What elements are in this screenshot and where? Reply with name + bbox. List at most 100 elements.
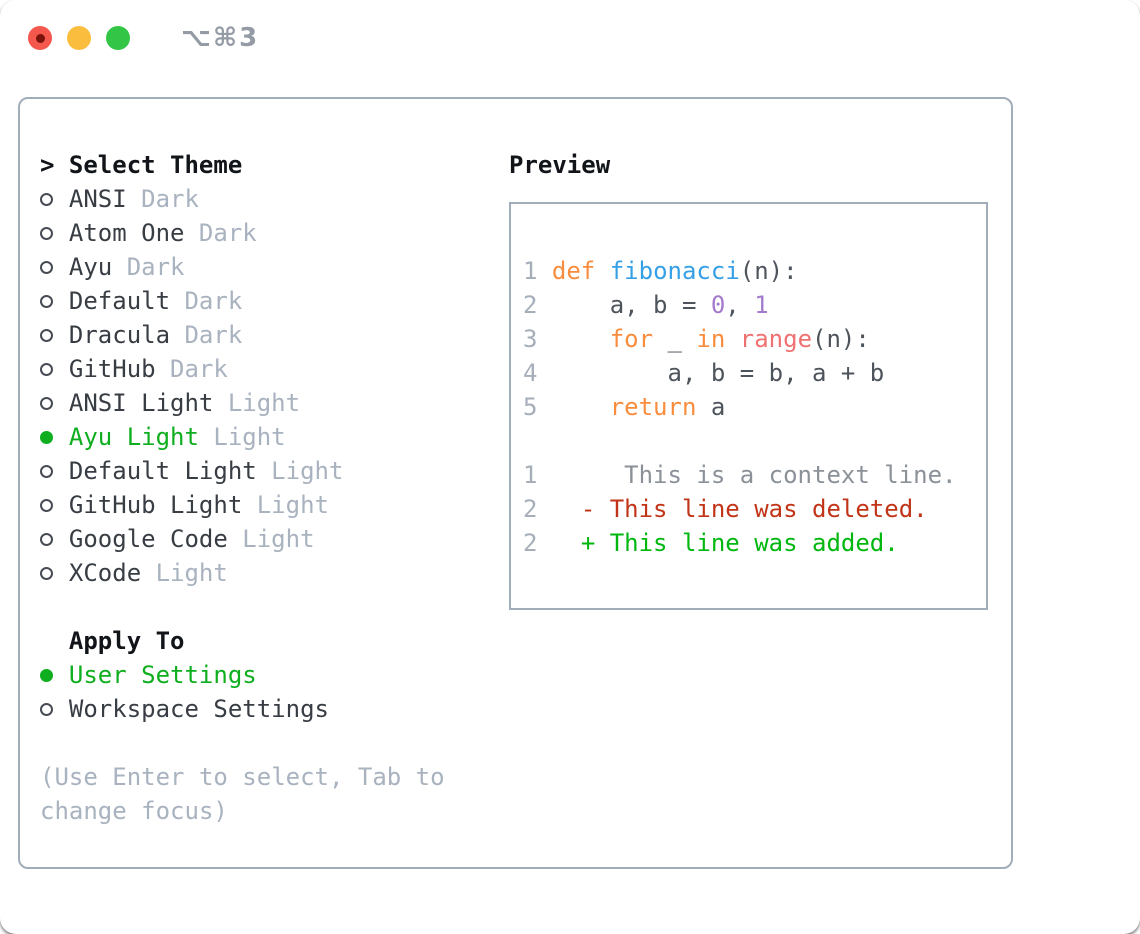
- theme-option-default-light[interactable]: Default Light Light: [40, 454, 517, 488]
- preview-title: Preview: [509, 151, 611, 179]
- code-line: 2 a, b = 0, 1: [523, 288, 986, 322]
- code-segment: - This line was deleted.: [580, 495, 928, 523]
- theme-variant: Dark: [126, 253, 185, 281]
- code-line: 5 return a: [523, 390, 986, 424]
- radio-unselected-icon: [40, 362, 53, 376]
- theme-name: XCode: [68, 559, 142, 587]
- theme-variant: Light: [213, 423, 286, 451]
- line-number: 2: [523, 529, 538, 557]
- theme-option-google-code[interactable]: Google Code Light: [40, 522, 517, 556]
- theme-variant: Dark: [141, 185, 199, 213]
- line-number: 2: [523, 495, 538, 523]
- apply-option-workspace-settings[interactable]: Workspace Settings: [40, 692, 517, 726]
- radio-cell: [40, 226, 69, 240]
- code-segment: for: [609, 325, 654, 353]
- apply-to-title: Apply To: [68, 627, 185, 655]
- theme-variant: Light: [271, 457, 344, 485]
- code-segment: a, b =: [537, 291, 711, 319]
- code-segment: [595, 257, 609, 285]
- theme-name: Default Light: [68, 457, 257, 485]
- theme-option-ansi-light[interactable]: ANSI Light Light: [40, 386, 517, 420]
- code-line: 1 This is a context line.: [523, 458, 986, 492]
- theme-variant: Light: [227, 389, 301, 417]
- line-number: 4: [523, 359, 538, 387]
- radio-cell: [40, 668, 69, 682]
- code-line: 1 def fibonacci(n):: [523, 254, 986, 288]
- theme-variant: Light: [155, 559, 228, 587]
- theme-variant: Dark: [198, 219, 257, 247]
- theme-name: Dracula: [68, 321, 171, 349]
- window-title: ⌥⌘3: [181, 23, 260, 53]
- radio-unselected-icon: [40, 294, 53, 308]
- code-segment: return: [609, 393, 697, 421]
- radio-unselected-icon: [40, 328, 53, 342]
- theme-variant: Dark: [170, 355, 228, 383]
- radio-cell: [40, 566, 69, 580]
- prompt-icon: >: [40, 151, 55, 179]
- apply-to-header: Apply To: [40, 624, 517, 658]
- radio-selected-icon: [40, 668, 53, 682]
- radio-unselected-icon: [40, 464, 53, 478]
- preview-section: Preview 1 def fibonacci(n):2 a, b = 0, 1…: [509, 148, 988, 610]
- theme-name: Atom One: [68, 219, 185, 247]
- theme-variant: Dark: [184, 287, 243, 315]
- radio-cell: [40, 260, 69, 274]
- radio-cell: [40, 464, 69, 478]
- line-number: 1: [523, 461, 538, 489]
- blank-line: [523, 424, 986, 458]
- apply-option-label: User Settings: [68, 661, 257, 689]
- code-segment: in: [696, 325, 726, 353]
- code-line: 2 + This line was added.: [523, 526, 986, 560]
- apply-option-label: Workspace Settings: [68, 695, 329, 723]
- radio-cell: [40, 430, 69, 444]
- code-segment: ,: [725, 291, 755, 319]
- theme-name: Google Code: [68, 525, 228, 553]
- preview-header-row: Preview: [509, 148, 988, 182]
- theme-option-ayu[interactable]: Ayu Dark: [40, 250, 517, 284]
- code-segment: a: [696, 393, 726, 421]
- radio-unselected-icon: [40, 498, 53, 512]
- radio-unselected-icon: [40, 702, 53, 716]
- close-button[interactable]: [28, 26, 52, 50]
- radio-cell: [40, 362, 69, 376]
- theme-name: Default: [68, 287, 171, 315]
- radio-cell: [40, 702, 69, 716]
- edited-indicator-icon: [35, 33, 45, 43]
- theme-option-default[interactable]: Default Dark: [40, 284, 517, 318]
- radio-cell: [40, 294, 69, 308]
- code-segment: [725, 325, 739, 353]
- line-number: 2: [523, 291, 538, 319]
- theme-variant: Light: [242, 525, 315, 553]
- code-segment: 1: [754, 291, 769, 319]
- radio-unselected-icon: [40, 396, 53, 410]
- code-segment: def: [551, 257, 596, 285]
- code-segment: [537, 495, 580, 523]
- radio-cell: [40, 192, 69, 206]
- code-segment: range: [739, 325, 813, 353]
- radio-unselected-icon: [40, 260, 53, 274]
- select-theme-header: > Select Theme: [40, 148, 517, 182]
- theme-name: Ayu: [68, 253, 113, 281]
- theme-variant: Light: [256, 491, 329, 519]
- minimize-button[interactable]: [67, 26, 91, 50]
- zoom-button[interactable]: [106, 26, 130, 50]
- apply-option-user-settings[interactable]: User Settings: [40, 658, 517, 692]
- radio-cell: [40, 396, 69, 410]
- theme-option-xcode[interactable]: XCode Light: [40, 556, 517, 590]
- line-number: 3: [523, 325, 538, 353]
- theme-name: ANSI Light: [68, 389, 214, 417]
- theme-option-atom-one[interactable]: Atom One Dark: [40, 216, 517, 250]
- code-segment: (n):: [812, 325, 870, 353]
- code-segment: [537, 325, 609, 353]
- line-number: 5: [523, 393, 538, 421]
- code-segment: (n):: [739, 257, 798, 285]
